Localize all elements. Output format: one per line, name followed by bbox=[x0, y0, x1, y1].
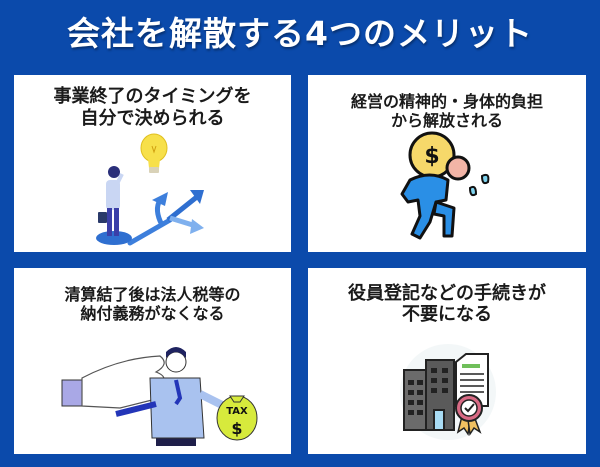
svg-text:TAX: TAX bbox=[226, 406, 248, 417]
businessman-handing-tax-bag-icon: TAX $ bbox=[61, 347, 258, 446]
card-heading: 清算結了後は法人税等の 納付義務がなくなる bbox=[64, 285, 241, 323]
svg-text:$: $ bbox=[231, 419, 242, 438]
card-heading: 経営の精神的・身体的負担 から解放される bbox=[350, 92, 543, 130]
merit-card-burden-relief: 経営の精神的・身体的負担 から解放される $ bbox=[308, 75, 586, 252]
page-title: 会社を解散する4つのメリット bbox=[67, 14, 533, 53]
person-carrying-dollar-coin-icon: $ bbox=[400, 131, 490, 240]
svg-text:$: $ bbox=[424, 144, 439, 169]
businessman-crossroads-lightbulb-icon bbox=[96, 133, 204, 246]
merit-card-no-registration: 役員登記などの手続きが 不要になる bbox=[308, 268, 586, 454]
buildings-certificate-icon bbox=[400, 344, 496, 440]
merit-card-tax-exemption: 清算結了後は法人税等の 納付義務がなくなる TAX $ bbox=[14, 268, 291, 454]
merit-card-timing: 事業終了のタイミングを 自分で決められる bbox=[14, 75, 291, 252]
card-heading: 役員登記などの手続きが 不要になる bbox=[348, 283, 546, 325]
card-heading: 事業終了のタイミングを 自分で決められる bbox=[53, 86, 252, 129]
